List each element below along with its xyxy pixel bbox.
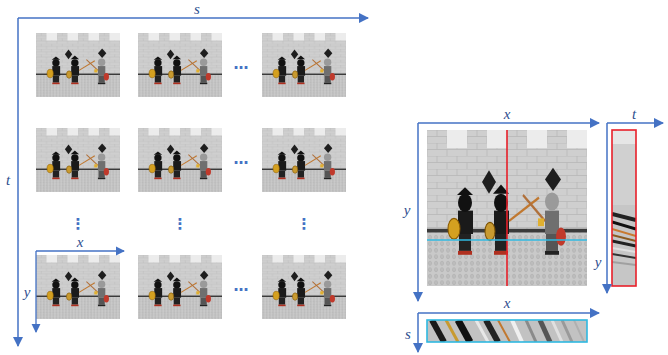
axis-label: x <box>504 107 511 122</box>
axis-label: y <box>24 285 31 300</box>
ellipsis: … <box>234 57 249 72</box>
ellipsis: … <box>234 279 249 294</box>
axis-label: y <box>595 255 602 270</box>
ellipsis: … <box>234 152 249 167</box>
vdots: ⋮ <box>297 217 312 232</box>
vdots: ⋮ <box>173 217 188 232</box>
axis-label: s <box>194 2 200 17</box>
axis-label: s <box>405 327 411 342</box>
axis-label: t <box>632 107 636 122</box>
axis-label: x <box>504 296 511 311</box>
axis-label: t <box>6 173 10 188</box>
axis-label: y <box>404 203 411 218</box>
axis-label: x <box>77 235 84 250</box>
vdots: ⋮ <box>71 217 86 232</box>
